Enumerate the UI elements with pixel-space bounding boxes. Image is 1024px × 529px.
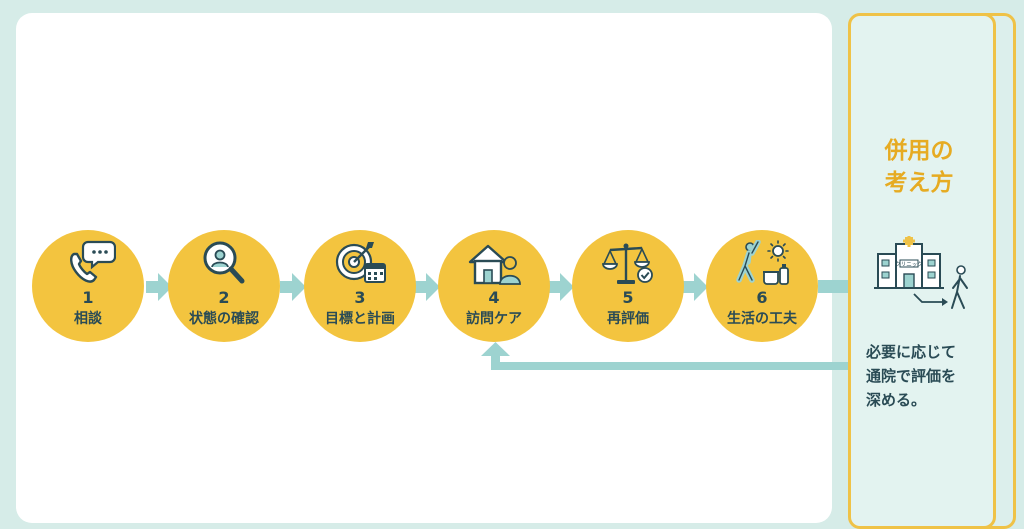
step-number: 3 (354, 288, 366, 307)
step-label: 目標と計画 (325, 311, 395, 327)
arrow-5-6 (682, 273, 708, 301)
side-text-line: 通院で評価を (866, 367, 957, 385)
arrow-4-5 (548, 273, 574, 301)
side-text-line: 必要に応じて (866, 343, 957, 361)
step-label: 相談 (74, 311, 102, 327)
arrow-2-3 (280, 273, 306, 301)
home-caregiver-icon (468, 244, 521, 285)
step-5: 5 再評価 (572, 230, 684, 342)
magnifier-person-icon (203, 241, 245, 284)
step-number: 4 (488, 288, 500, 307)
flow-arrows (146, 271, 870, 370)
side-description: 必要に応じて 通院で評価を 深める。 (866, 340, 996, 412)
side-title-line: 考え方 (884, 170, 954, 196)
step-number: 1 (82, 288, 94, 307)
step-3: 3 目標と計画 (304, 230, 416, 342)
balance-scale-icon (602, 243, 653, 284)
phone-chat-icon (70, 240, 116, 283)
step-1: 1 相談 (32, 230, 144, 342)
step-4: 4 訪問ケア (438, 230, 550, 342)
loop-back-arrow (481, 342, 848, 370)
step-label: 状態の確認 (189, 311, 259, 327)
target-calendar-icon (335, 242, 386, 283)
main-panel (16, 13, 832, 523)
stretch-daily-life-icon (736, 240, 789, 285)
side-title-line: 併用の (884, 138, 954, 164)
side-text-line: 深める。 (866, 391, 927, 409)
step-label: 生活の工夫 (727, 311, 797, 327)
step-label: 再評価 (607, 311, 649, 327)
arrow-1-2 (146, 273, 172, 301)
step-6: 6 生活の工夫 (706, 230, 818, 342)
step-number: 6 (756, 288, 768, 307)
step-number: 2 (218, 288, 230, 307)
arrow-3-4 (414, 273, 440, 301)
step-number: 5 (622, 288, 634, 307)
step-label: 訪問ケア (466, 311, 522, 327)
side-title: 併用の 考え方 (848, 135, 990, 199)
step-2: 2 状態の確認 (168, 230, 280, 342)
clinic-walking-icon: クリニック (874, 236, 968, 309)
clinic-sign: クリニック (895, 261, 923, 268)
